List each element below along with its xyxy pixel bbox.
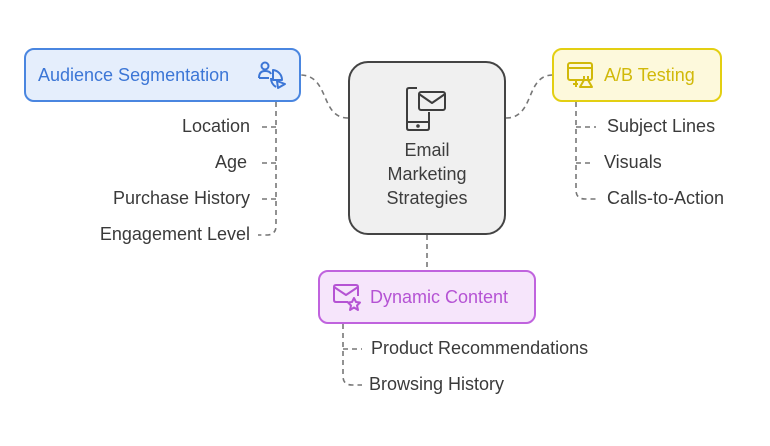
leaf-browsing-history: Browsing History	[369, 374, 505, 394]
leaf-product-recommendations: Product Recommendations	[371, 338, 589, 358]
mobile-email-icon	[405, 86, 449, 132]
center-label-line-3: Strategies	[386, 188, 468, 208]
branch-ab-testing[interactable]: A/B Testing	[552, 48, 722, 102]
connector-center-ab	[505, 74, 553, 119]
leaf-engagement-level: Engagement Level	[99, 224, 250, 244]
branch-label: Audience Segmentation	[38, 64, 230, 85]
branch-dynamic-content[interactable]: Dynamic Content	[318, 270, 536, 324]
branch-label: A/B Testing	[604, 64, 695, 85]
leaf-age: Age	[214, 152, 247, 172]
leaf-location: Location	[181, 116, 250, 136]
center-label-line-1: Email	[404, 140, 450, 160]
leaf-purchase-history: Purchase History	[112, 188, 250, 208]
ab-testing-icon	[566, 60, 596, 90]
connector-center-audience	[300, 74, 349, 119]
connector-dynamic-stem	[342, 324, 362, 386]
center-label-line-2: Marketing	[387, 164, 467, 184]
connector-audience-stem	[258, 102, 277, 236]
leaf-subject-lines: Subject Lines	[607, 116, 716, 136]
leaf-visuals: Visuals	[604, 152, 662, 172]
branch-audience-segmentation[interactable]: Audience Segmentation	[24, 48, 301, 102]
email-star-icon	[332, 282, 362, 312]
leaf-calls-to-action: Calls-to-Action	[607, 188, 725, 208]
center-node[interactable]: Email Marketing Strategies	[348, 61, 506, 235]
branch-label: Dynamic Content	[370, 286, 509, 307]
connector-ab-stem	[575, 102, 596, 200]
audience-segment-icon	[257, 60, 287, 90]
